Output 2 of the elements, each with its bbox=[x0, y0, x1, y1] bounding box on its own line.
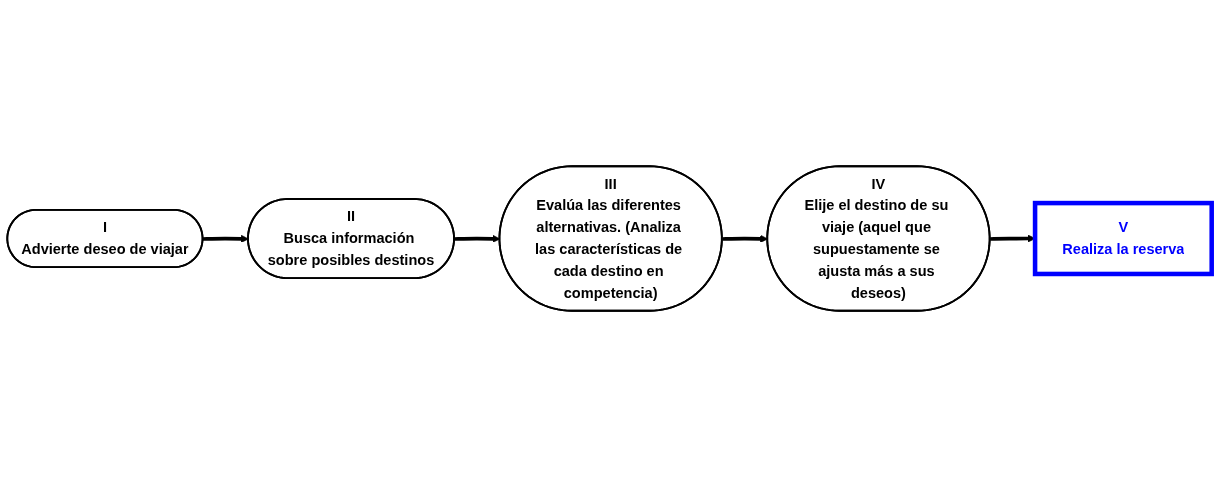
node-box: V Realiza la reserva bbox=[1032, 201, 1214, 277]
arrow bbox=[202, 235, 249, 244]
